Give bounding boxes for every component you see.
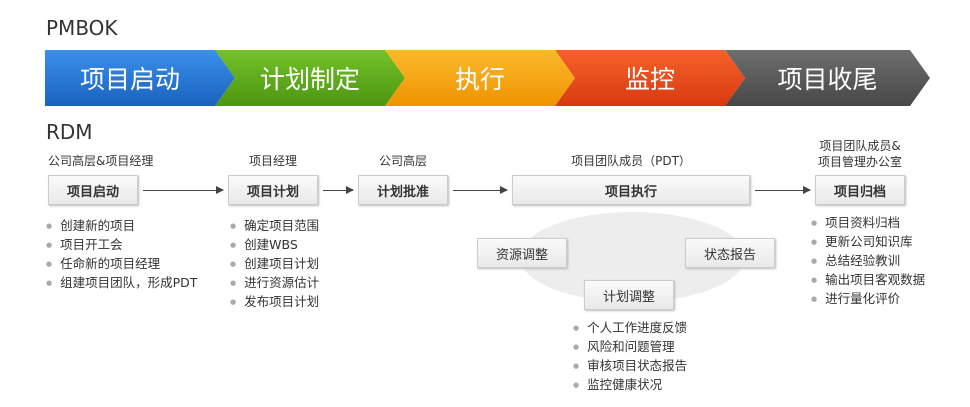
phase-executing: 执行 xyxy=(385,50,575,106)
plan-list: 确定项目范围 创建WBS 创建项目计划 进行资源估计 发布项目计划 xyxy=(230,216,319,311)
execute-list: 个人工作进度反馈 风险和问题管理 审核项目状态报告 监控健康状况 xyxy=(573,318,687,394)
list-item: 个人工作进度反馈 xyxy=(573,318,687,337)
phase-monitoring: 监控 xyxy=(555,50,745,106)
resource-adjust-box: 资源调整 xyxy=(477,238,567,268)
list-item: 发布项目计划 xyxy=(230,292,319,311)
list-item: 审核项目状态报告 xyxy=(573,356,687,375)
arrow xyxy=(143,186,224,194)
list-item: 项目开工会 xyxy=(46,235,197,254)
role-label: 公司高层&项目经理 xyxy=(48,154,154,168)
stage-archive-box: 项目归档 xyxy=(815,175,905,205)
pmbok-title: PMBOK xyxy=(46,16,118,40)
archive-list: 项目资料归档 更新公司知识库 总结经验教训 输出项目客观数据 进行量化评价 xyxy=(811,213,925,308)
stage-execute-box: 项目执行 xyxy=(512,175,750,205)
list-item: 进行量化评价 xyxy=(811,289,925,308)
role-line: 项目管理办公室 xyxy=(817,155,902,169)
list-item: 进行资源估计 xyxy=(230,273,319,292)
list-item: 风险和问题管理 xyxy=(573,337,687,356)
stage-initiate-box: 项目启动 xyxy=(48,175,138,205)
list-item: 输出项目客观数据 xyxy=(811,270,925,289)
role-label: 项目团队成员&项目管理办公室 xyxy=(800,138,920,170)
status-report-box: 状态报告 xyxy=(685,238,775,268)
list-item: 项目资料归档 xyxy=(811,213,925,232)
arrow xyxy=(755,186,811,194)
phase-closing: 项目收尾 xyxy=(725,50,930,106)
list-item: 创建项目计划 xyxy=(230,254,319,273)
list-item: 创建新的项目 xyxy=(46,216,197,235)
role-label: 项目团队成员（PDT） xyxy=(571,154,691,168)
list-item: 确定项目范围 xyxy=(230,216,319,235)
list-item: 组建项目团队，形成PDT xyxy=(46,273,197,292)
list-item: 总结经验教训 xyxy=(811,251,925,270)
list-item: 任命新的项目经理 xyxy=(46,254,197,273)
plan-adjust-box: 计划调整 xyxy=(584,280,674,310)
phase-planning: 计划制定 xyxy=(215,50,405,106)
role-line: 项目团队成员& xyxy=(819,139,901,153)
initiate-list: 创建新的项目 项目开工会 任命新的项目经理 组建项目团队，形成PDT xyxy=(46,216,197,292)
role-label: 公司高层 xyxy=(378,154,427,168)
stage-plan-box: 项目计划 xyxy=(228,175,318,205)
list-item: 创建WBS xyxy=(230,235,319,254)
role-label: 项目经理 xyxy=(248,154,297,168)
arrow xyxy=(323,186,354,194)
phase-initiate: 项目启动 xyxy=(45,50,235,106)
rdm-title: RDM xyxy=(46,120,93,144)
list-item: 监控健康状况 xyxy=(573,375,687,394)
stage-approve-box: 计划批准 xyxy=(358,175,448,205)
list-item: 更新公司知识库 xyxy=(811,232,925,251)
arrow xyxy=(453,186,508,194)
